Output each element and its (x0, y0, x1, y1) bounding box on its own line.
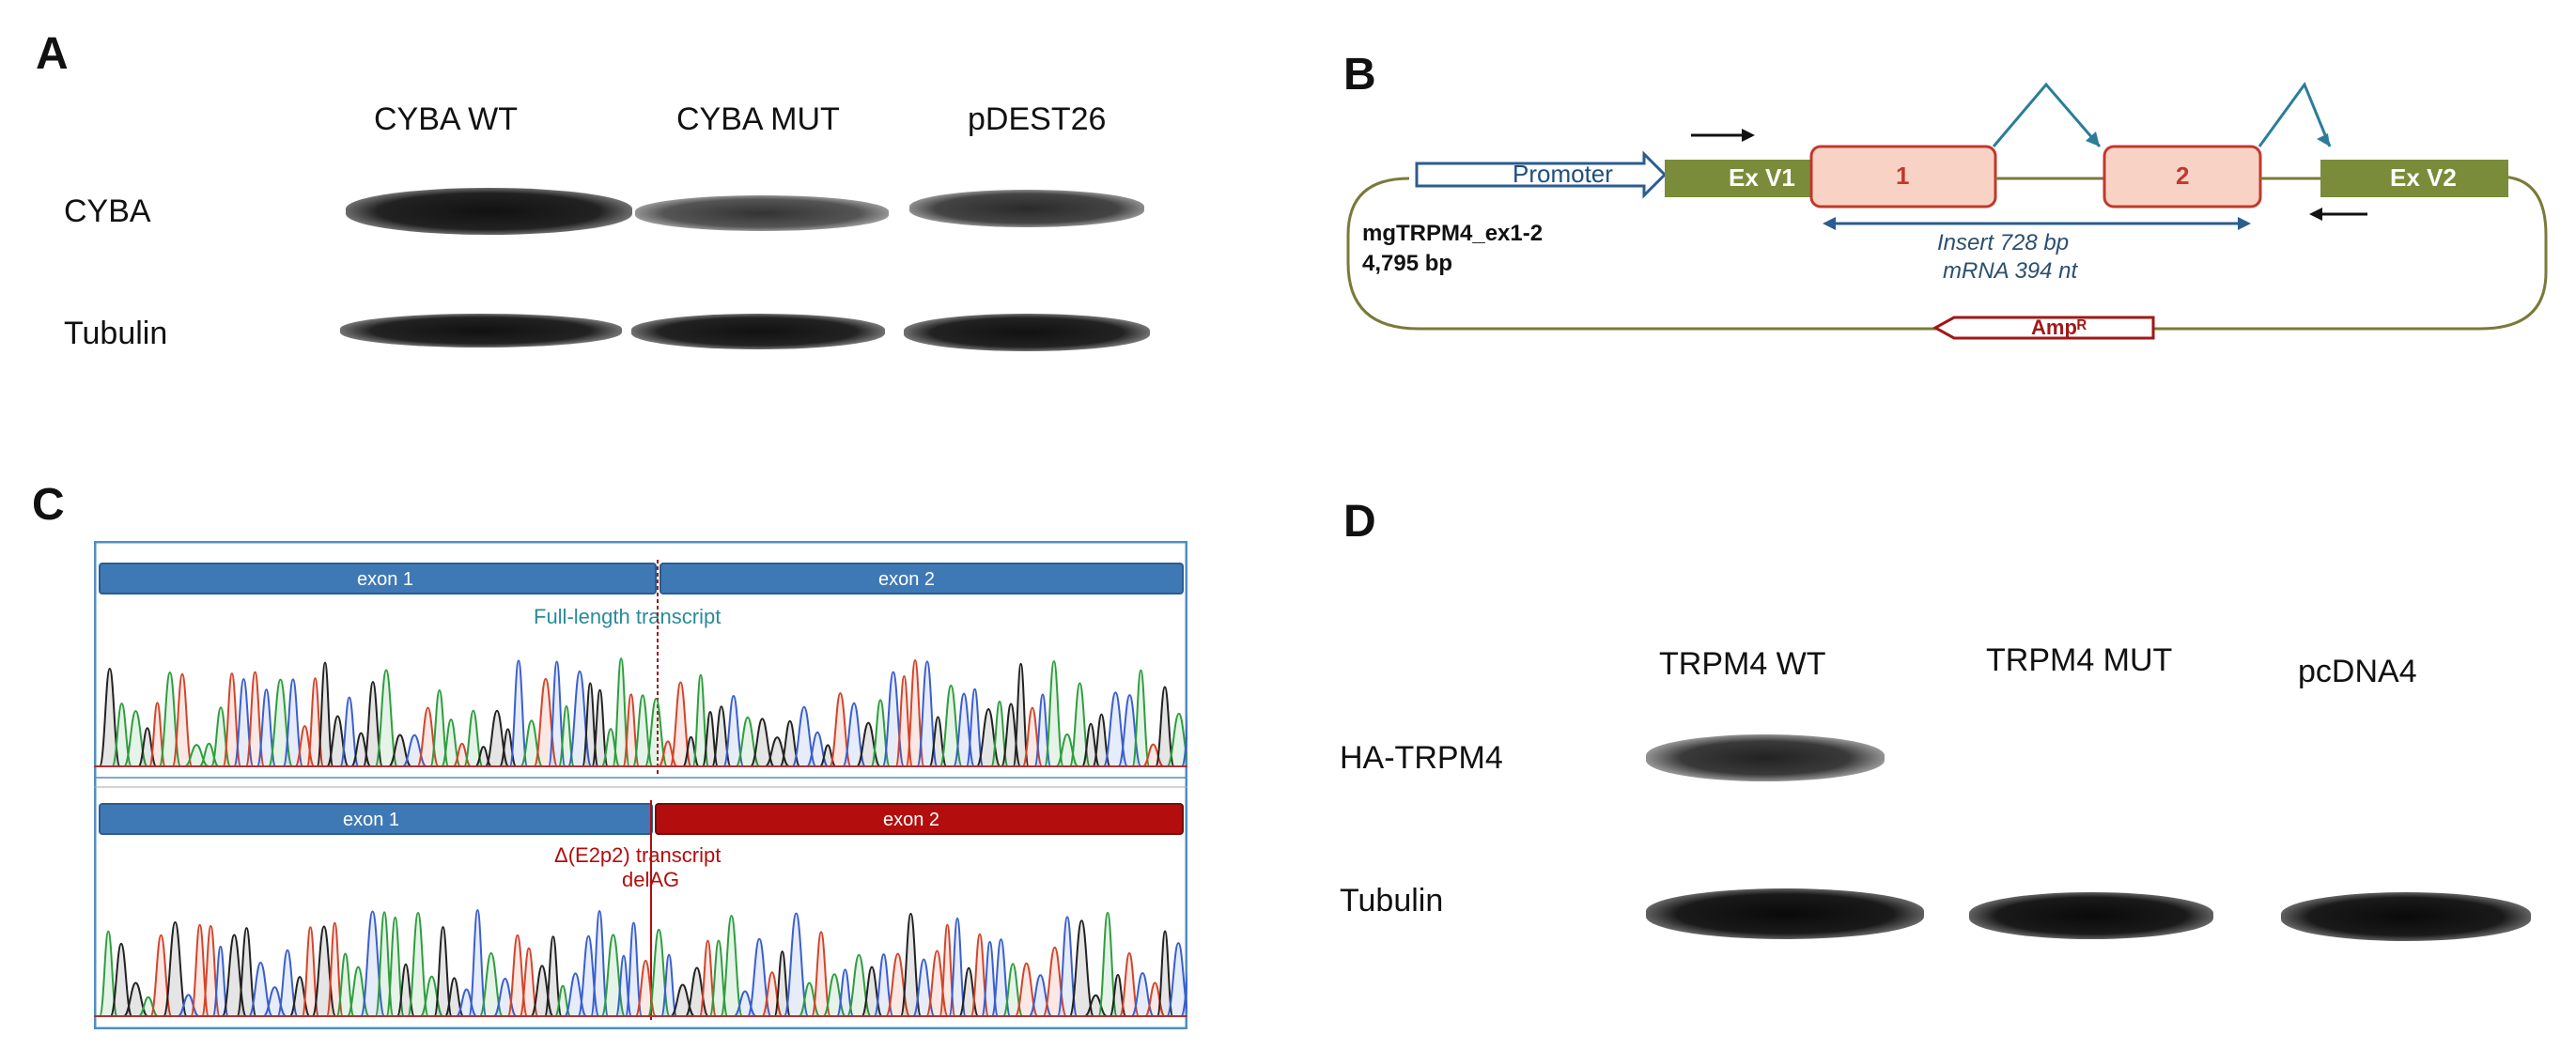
trace-peak (948, 917, 967, 1017)
panel-a-lane-1: CYBA WT (374, 101, 519, 137)
trace-peak (783, 912, 810, 1017)
trace-peak (591, 688, 609, 767)
bottom-exon1-label: exon 1 (343, 810, 399, 830)
pdest26-band (909, 190, 1144, 227)
trace-peak (1166, 712, 1187, 767)
panel-a-lane-3: pDEST26 (968, 101, 1107, 137)
panel-a-row-tubulin: Tubulin (64, 316, 168, 351)
trace-peak (1180, 971, 1187, 1017)
trace-peak (282, 678, 304, 767)
tubulin-d-wt-band (1646, 888, 1924, 939)
trace-peak (407, 911, 429, 1017)
tubulin-a-wt-band (340, 314, 622, 347)
cyba-mut-band (635, 195, 889, 231)
exon-v2-box (2320, 160, 2508, 197)
trace-peak (722, 695, 745, 767)
bottom-caption: Δ(E2p2) transcript (554, 843, 721, 867)
cyba-wt-band (346, 188, 632, 235)
panel-d-row-ha-trpm4: HA-TRPM4 (1340, 740, 1503, 776)
panel-a-row-cyba: CYBA (64, 193, 151, 229)
trace-peak (468, 908, 488, 1017)
trace-peak (965, 687, 985, 767)
panel-d-lane-1: TRPM4 WT (1659, 646, 1826, 682)
trace-peak (660, 953, 678, 1017)
exon-v1-box (1665, 160, 1834, 197)
mrna-label: mRNA 394 nt (1943, 258, 2079, 284)
plasmid-backbone (1346, 175, 2548, 331)
trace-peak (1043, 660, 1064, 767)
exon-2-box (2103, 145, 2262, 208)
top-exon2-label: exon 2 (878, 569, 935, 590)
trace-peak (624, 921, 644, 1017)
trace-peak (543, 935, 563, 1017)
trace-peak (109, 942, 133, 1017)
trace-peak (374, 669, 398, 767)
amp-arrow (1932, 316, 2155, 340)
exon-v1-label: Ex V1 (1729, 163, 1795, 192)
trace-peak (1156, 930, 1174, 1017)
bottom-exon2-bar (655, 803, 1184, 835)
plasmid-name: mgTRPM4_ex1-2 (1362, 221, 1543, 246)
tubulin-d-pcdna-band (2281, 892, 2531, 941)
panel-b-letter: B (1343, 50, 1376, 100)
trace-peak (433, 926, 453, 1017)
trace-peak (1180, 712, 1187, 767)
tubulin-d-mut-band (1969, 892, 2213, 939)
trace-peak (1012, 662, 1030, 767)
trace-peak (590, 910, 610, 1017)
exon-2-label: 2 (2176, 162, 2189, 190)
tubulin-a-mut-band (631, 314, 885, 349)
trace-peak (236, 927, 257, 1017)
panel-d-letter: D (1343, 497, 1376, 547)
panel-c-letter: C (32, 480, 65, 530)
trace-peak (463, 709, 484, 767)
trace-peak (456, 988, 477, 1017)
exon-1-box (1809, 145, 1997, 208)
trace-peak (1131, 669, 1151, 767)
promoter-label: Promoter (1513, 160, 1613, 188)
top-exon1-label: exon 1 (357, 569, 413, 590)
trace-peak (1083, 994, 1108, 1017)
panel-d-row-tubulin: Tubulin (1340, 883, 1444, 919)
exon-1-label: 1 (1896, 162, 1909, 190)
insert-label: Insert 728 bp (1937, 230, 2069, 255)
trace-peak (1068, 919, 1095, 1017)
top-exon1-bar (99, 563, 657, 594)
splice-arrow-1 (1992, 82, 2102, 147)
trace-peak (339, 696, 360, 767)
splice-arrow-2 (2258, 81, 2332, 147)
ha-trpm4-wt-band (1646, 734, 1885, 781)
chromatogram-panel: exon 1 exon 2 Full-length transcript exo… (94, 541, 1187, 1029)
panel-d-lane-2: TRPM4 MUT (1986, 642, 2173, 678)
trace-peak (316, 661, 334, 767)
panel-d-lane-3: pcDNA4 (2298, 654, 2417, 689)
trace-peak (811, 931, 831, 1017)
panel-a-lane-2: CYBA MUT (676, 101, 840, 137)
panel-a-letter: A (36, 29, 69, 79)
tubulin-a-pdest-band (904, 314, 1150, 351)
trace-peak (720, 915, 744, 1017)
top-caption: Full-length transcript (534, 605, 721, 628)
trace-peak (1155, 686, 1175, 767)
exon-v2-label: Ex V2 (2390, 163, 2457, 192)
trace-peak (508, 659, 529, 767)
plasmid-size: 4,795 bp (1362, 251, 1452, 276)
top-exon2-bar (660, 563, 1184, 594)
trace-peak (163, 920, 188, 1017)
plasmid-map: Promoter Ex V1 1 2 Ex V2 mgTRPM4_ex1-2 4… (1346, 81, 2548, 340)
trace-peak (171, 672, 194, 767)
trace-peak (899, 912, 923, 1017)
amp-label: Ampᴿ (2031, 316, 2087, 339)
bottom-exon2-label: exon 2 (883, 810, 939, 830)
trace-peak (178, 994, 200, 1017)
